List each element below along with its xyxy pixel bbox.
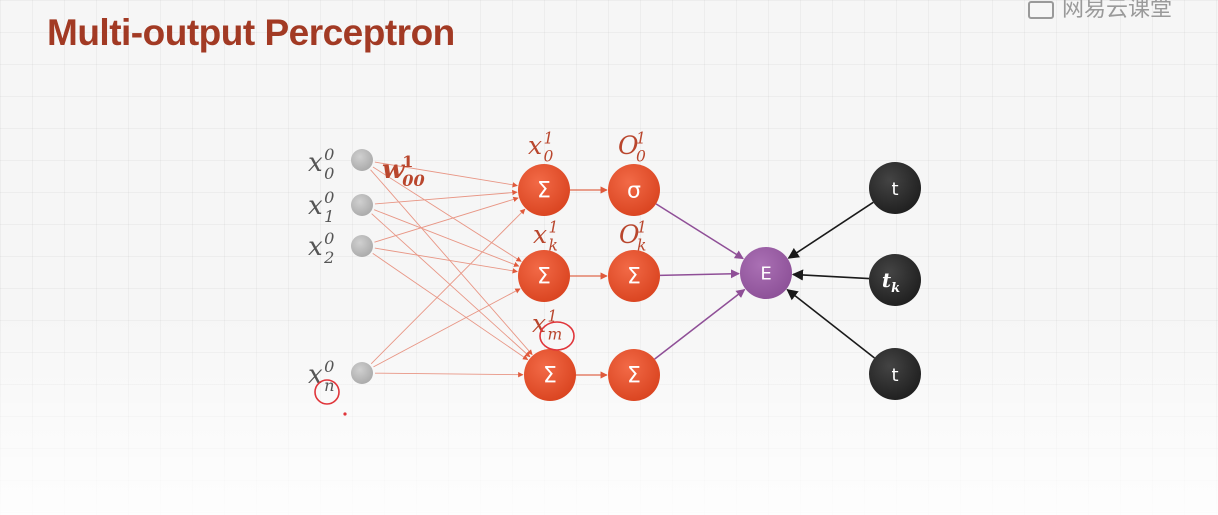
target-to-error-edge-2 [786,288,876,359]
target-node-label-0: t [891,179,898,200]
input-edge-2-0 [374,196,519,243]
activation-node-1 [608,250,660,302]
activation-node-2 [608,349,660,401]
input-label-1-sub: 1 [324,207,334,226]
sum-node-label-1-sup: 1 [549,219,559,237]
activation-node-symbol-1: Σ [627,265,641,290]
watermark-text: 网易云课堂 [1062,0,1173,22]
sum-node-0 [518,164,570,216]
weight-label-sub: 00 [402,171,425,190]
activation-to-error-edge-1 [659,269,740,279]
input-label-2-sub: 2 [323,248,334,267]
sum-node-2 [524,349,576,401]
sum-node-label-0-sup: 1 [544,130,554,148]
target-base-0: t [891,179,898,200]
sum-node-label-0-base: x [528,131,542,160]
activation-to-error-edge-0 [655,203,744,260]
target-sub-1: k [891,281,900,296]
input-edge-3-2 [374,371,524,378]
input-node-1 [351,194,373,216]
input-edge-2-2 [372,252,529,361]
input-label-1-base: x [308,191,323,221]
input-edge-3-1 [373,288,521,368]
activation-node-label-0-sup: 1 [636,130,646,148]
sum-node-1 [518,250,570,302]
activation-node-label-0-sub: 0 [636,148,646,166]
target-to-error-edge-0 [787,201,874,259]
activation-node-label-1: O1k [619,219,647,255]
weight-label-sup: 1 [402,152,413,171]
input-label-3-sup: 0 [324,357,334,376]
activation-node-label-0: O10 [618,130,646,166]
input-label-3-base: x [308,360,323,390]
handwritten-dot [343,412,347,416]
input-node-0 [351,149,373,171]
input-label-0-sub: 0 [324,164,334,183]
target-to-error-edge-1 [791,269,870,281]
target-node-2 [869,348,921,400]
sum-node-symbol-1: Σ [537,265,551,290]
activation-to-error-edge-2 [654,288,746,360]
input-edge-3-0 [370,208,526,365]
book-icon [1028,1,1054,19]
handwritten-circle-n [314,379,340,405]
input-edge-1-2 [371,213,531,358]
input-label-0-sup: 0 [324,145,334,164]
input-edge-0-0 [374,161,518,188]
activation-node-symbol-0: σ [627,179,641,204]
activation-node-symbol-2: Σ [627,364,641,389]
handwritten-annotations [314,321,575,416]
error-node-symbol: E [760,263,771,284]
sum-node-label-2-sub: m [548,326,563,344]
slide-title: Multi-output Perceptron [47,12,455,53]
input-label-2-base: x [308,232,323,262]
input-node-2 [351,235,373,257]
input-edge-1-1 [373,209,520,267]
input-node-3 [351,362,373,384]
target-node-label-1: tk [882,268,900,296]
target-base-1: t [882,268,892,292]
target-base-2: t [891,365,898,386]
error-node [740,247,792,299]
activation-node-0 [608,164,660,216]
watermark: 网易云课堂 [1028,0,1172,23]
weight-label-base: w [382,155,406,185]
sum-node-label-1-base: x [533,220,547,249]
input-edge-0-1 [372,166,522,262]
target-node-1 [869,254,921,306]
input-label-2-sup: 0 [324,229,334,248]
sum-node-label-0-sub: 0 [544,148,554,166]
input-label-3-sub: n [324,376,334,395]
sum-node-label-1-sub: k [549,237,558,255]
target-node-0 [869,162,921,214]
input-edge-0-2 [370,169,533,356]
target-node-label-2: t [891,365,898,386]
edges-layer [370,161,876,379]
input-edge-1-0 [374,189,518,205]
sum-node-label-2-sup: 1 [548,308,558,326]
activation-node-label-1-sub: k [637,237,646,255]
activation-node-label-1-sup: 1 [637,219,647,237]
activation-node-label-0-base: O [618,131,639,160]
input-label-0-base: x [308,148,323,178]
input-edge-2-1 [374,247,518,274]
handwritten-circle-m [539,321,575,351]
activation-node-label-1-base: O [619,220,640,249]
sum-node-symbol-0: Σ [537,179,551,204]
sum-node-label-2-base: x [532,309,546,338]
input-label-1-sup: 0 [324,188,334,207]
sum-node-symbol-2: Σ [543,364,557,389]
